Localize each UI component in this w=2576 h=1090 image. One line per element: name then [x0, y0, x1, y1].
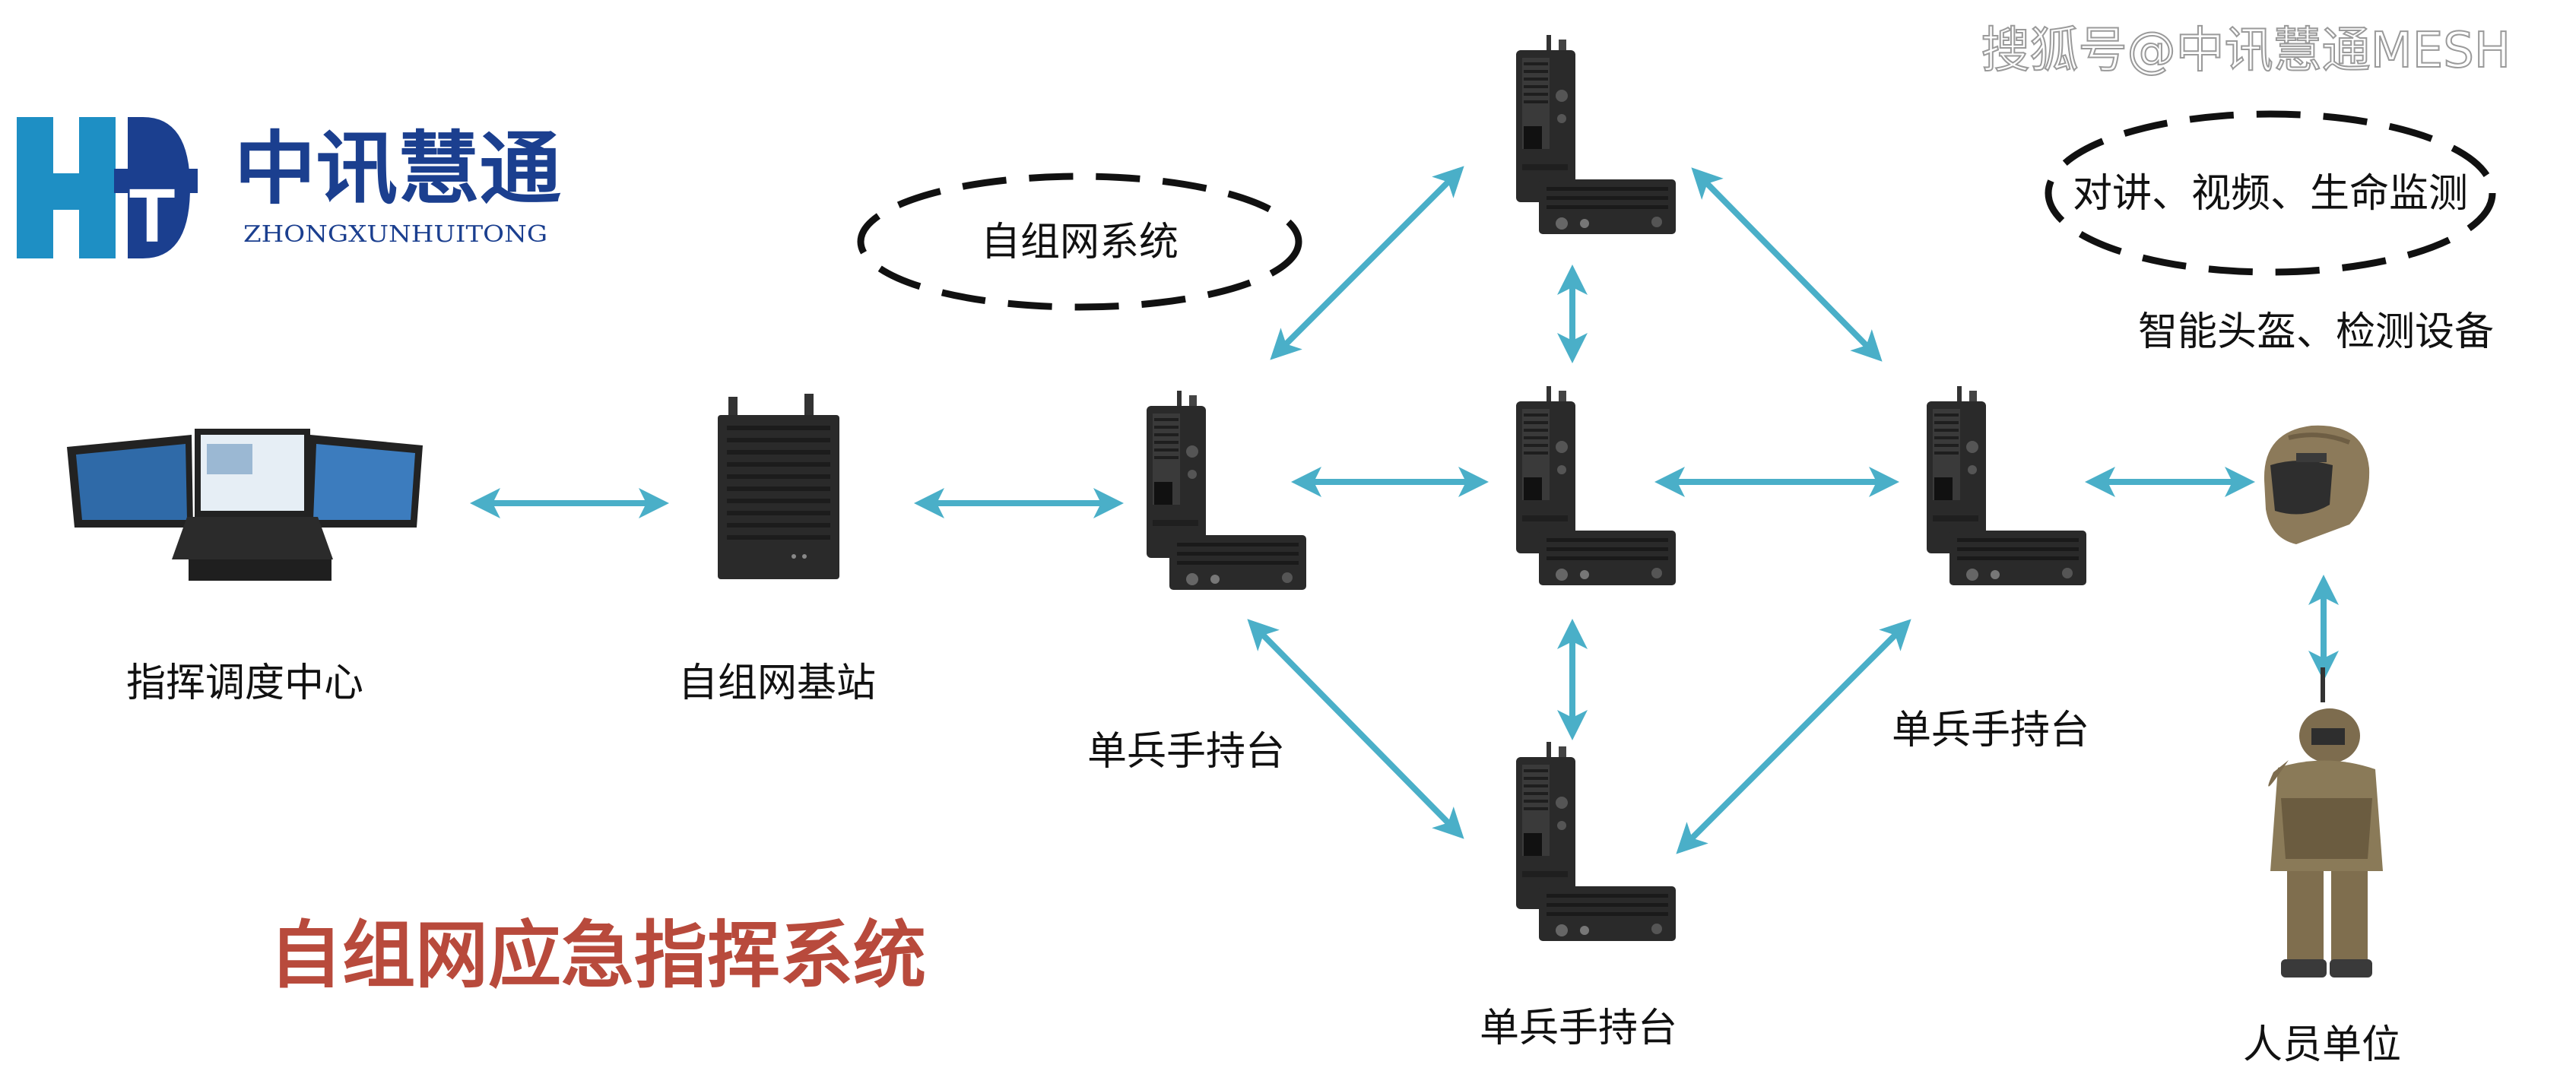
arrow-left-bottom	[1247, 619, 1464, 839]
logo-icon: T	[17, 117, 198, 258]
radio-left-icon	[1147, 391, 1306, 590]
handheld-right-label: 单兵手持台	[1892, 708, 2089, 753]
base-station-icon	[718, 394, 839, 579]
handheld-bottom-label: 单兵手持台	[1480, 1006, 1677, 1051]
brand-name-cn: 中讯慧通	[234, 122, 561, 215]
laptop-icon	[67, 429, 423, 581]
soldier-icon	[2268, 667, 2383, 978]
command-center-label: 指挥调度中心	[126, 661, 363, 706]
radio-right-icon	[1927, 386, 2086, 585]
personnel-label: 人员单位	[2243, 1022, 2401, 1068]
svg-text:T: T	[128, 173, 175, 258]
helmet-icon	[2264, 425, 2370, 544]
base-station-label: 自组网基站	[678, 661, 876, 706]
arrow-left-top	[1270, 166, 1464, 360]
arrow-right-bottom	[1676, 619, 1911, 854]
watermark: 搜狐号@中讯慧通MESH	[1981, 23, 2511, 79]
mesh-system-label: 自组网系统	[981, 220, 1179, 265]
radio-middle-icon	[1516, 386, 1676, 585]
arrow-top-right	[1691, 167, 1883, 362]
handheld-left-label: 单兵手持台	[1087, 729, 1285, 775]
helmet-devices-label: 智能头盔、检测设备	[2138, 309, 2494, 355]
services-label: 对讲、视频、生命监测	[2073, 171, 2468, 217]
radio-top-icon	[1516, 35, 1676, 234]
brand-name-en: ZHONGXUNHUITONG	[243, 221, 547, 248]
radio-bottom-icon	[1516, 742, 1676, 941]
connection-arrows	[470, 166, 2339, 854]
services-ellipse	[2045, 110, 2496, 276]
diagram-title: 自组网应急指挥系统	[269, 913, 926, 998]
